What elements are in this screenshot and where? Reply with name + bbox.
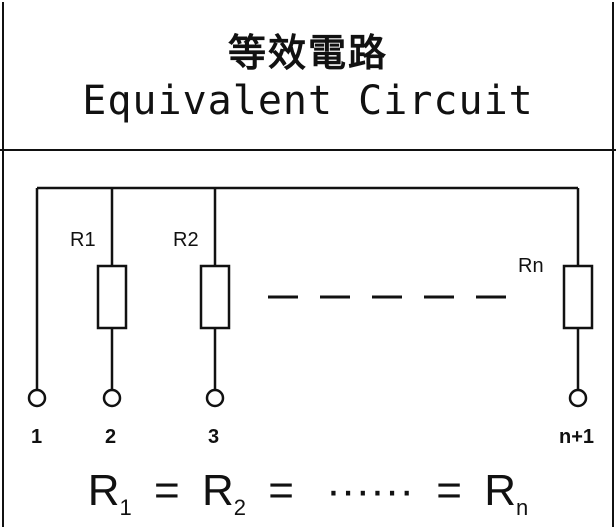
terminal-label-3: 3: [208, 426, 219, 448]
resistor-label-rn: Rn: [518, 255, 544, 277]
title-english: Equivalent Circuit: [82, 78, 534, 124]
eq-equals-2: =: [268, 466, 294, 515]
resistor-r2: [199, 264, 231, 330]
resistor-label-r2: R2: [173, 229, 199, 251]
resistor-rn: [562, 264, 594, 330]
eq-rn: Rn: [484, 466, 529, 520]
eq-equals-3: =: [436, 466, 462, 515]
resistor-label-r1: R1: [70, 229, 96, 251]
eq-r1: R1: [87, 466, 132, 520]
terminal-2-node: [102, 388, 122, 408]
terminal-3-node: [205, 388, 225, 408]
terminal-n1-node: [568, 388, 588, 408]
title-divider: [0, 149, 616, 151]
eq-equals-1: =: [154, 466, 180, 515]
title-chinese: 等效電路: [227, 31, 388, 75]
terminal-label-1: 1: [31, 426, 42, 448]
eq-dots: ······: [326, 466, 415, 515]
eq-r2: R2: [201, 466, 246, 520]
terminal-label-n1: n+1: [559, 426, 594, 448]
resistor-r1: [96, 264, 128, 330]
equation: R1 = R2 = ······ = Rn: [0, 466, 616, 521]
terminal-1-node: [27, 388, 47, 408]
terminal-label-2: 2: [105, 426, 116, 448]
